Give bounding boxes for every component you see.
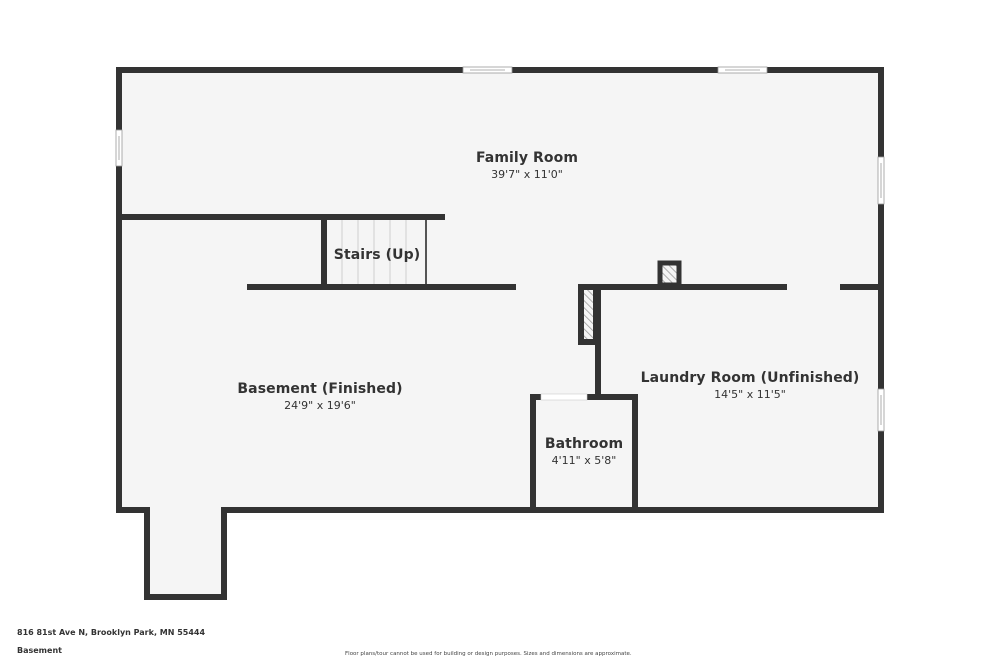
room-name: Bathroom [544, 436, 624, 452]
room-dimensions: 24'9" x 19'6" [284, 399, 356, 412]
property-address: 816 81st Ave N, Brooklyn Park, MN 55444 [17, 628, 206, 637]
bathroom-door [540, 393, 588, 401]
windows [115, 66, 885, 432]
disclaimer: Floor plans/tour cannot be used for buil… [345, 651, 632, 657]
room-name: Family Room [475, 150, 579, 166]
room-dimensions: 14'5" x 11'5" [714, 388, 786, 401]
window-top-1 [462, 66, 513, 74]
floor-area [120, 70, 882, 598]
room-name: Laundry Room (Unfinished) [640, 370, 860, 386]
room-name: Stairs (Up) [333, 247, 421, 263]
window-left [115, 129, 123, 167]
floor-level-name: Basement [17, 646, 62, 655]
room-dimensions: 39'7" x 11'0" [491, 168, 563, 181]
window-top-2 [717, 66, 768, 74]
window-right-2 [877, 388, 885, 432]
room-laundry: Laundry Room (Unfinished) 14'5" x 11'5" [641, 369, 860, 402]
stairs-treads [341, 220, 407, 284]
window-right-1 [877, 156, 885, 205]
column-hatched [578, 260, 682, 345]
room-dimensions: 4'11" x 5'8" [551, 454, 617, 467]
room-family-room: Family Room 39'7" x 11'0" [476, 149, 578, 182]
room-bathroom: Bathroom 4'11" x 5'8" [545, 435, 623, 468]
exterior-walls [116, 67, 884, 600]
room-basement: Basement (Finished) 24'9" x 19'6" [237, 380, 402, 413]
room-stairs: Stairs (Up) [334, 246, 420, 264]
room-name: Basement (Finished) [237, 381, 403, 397]
